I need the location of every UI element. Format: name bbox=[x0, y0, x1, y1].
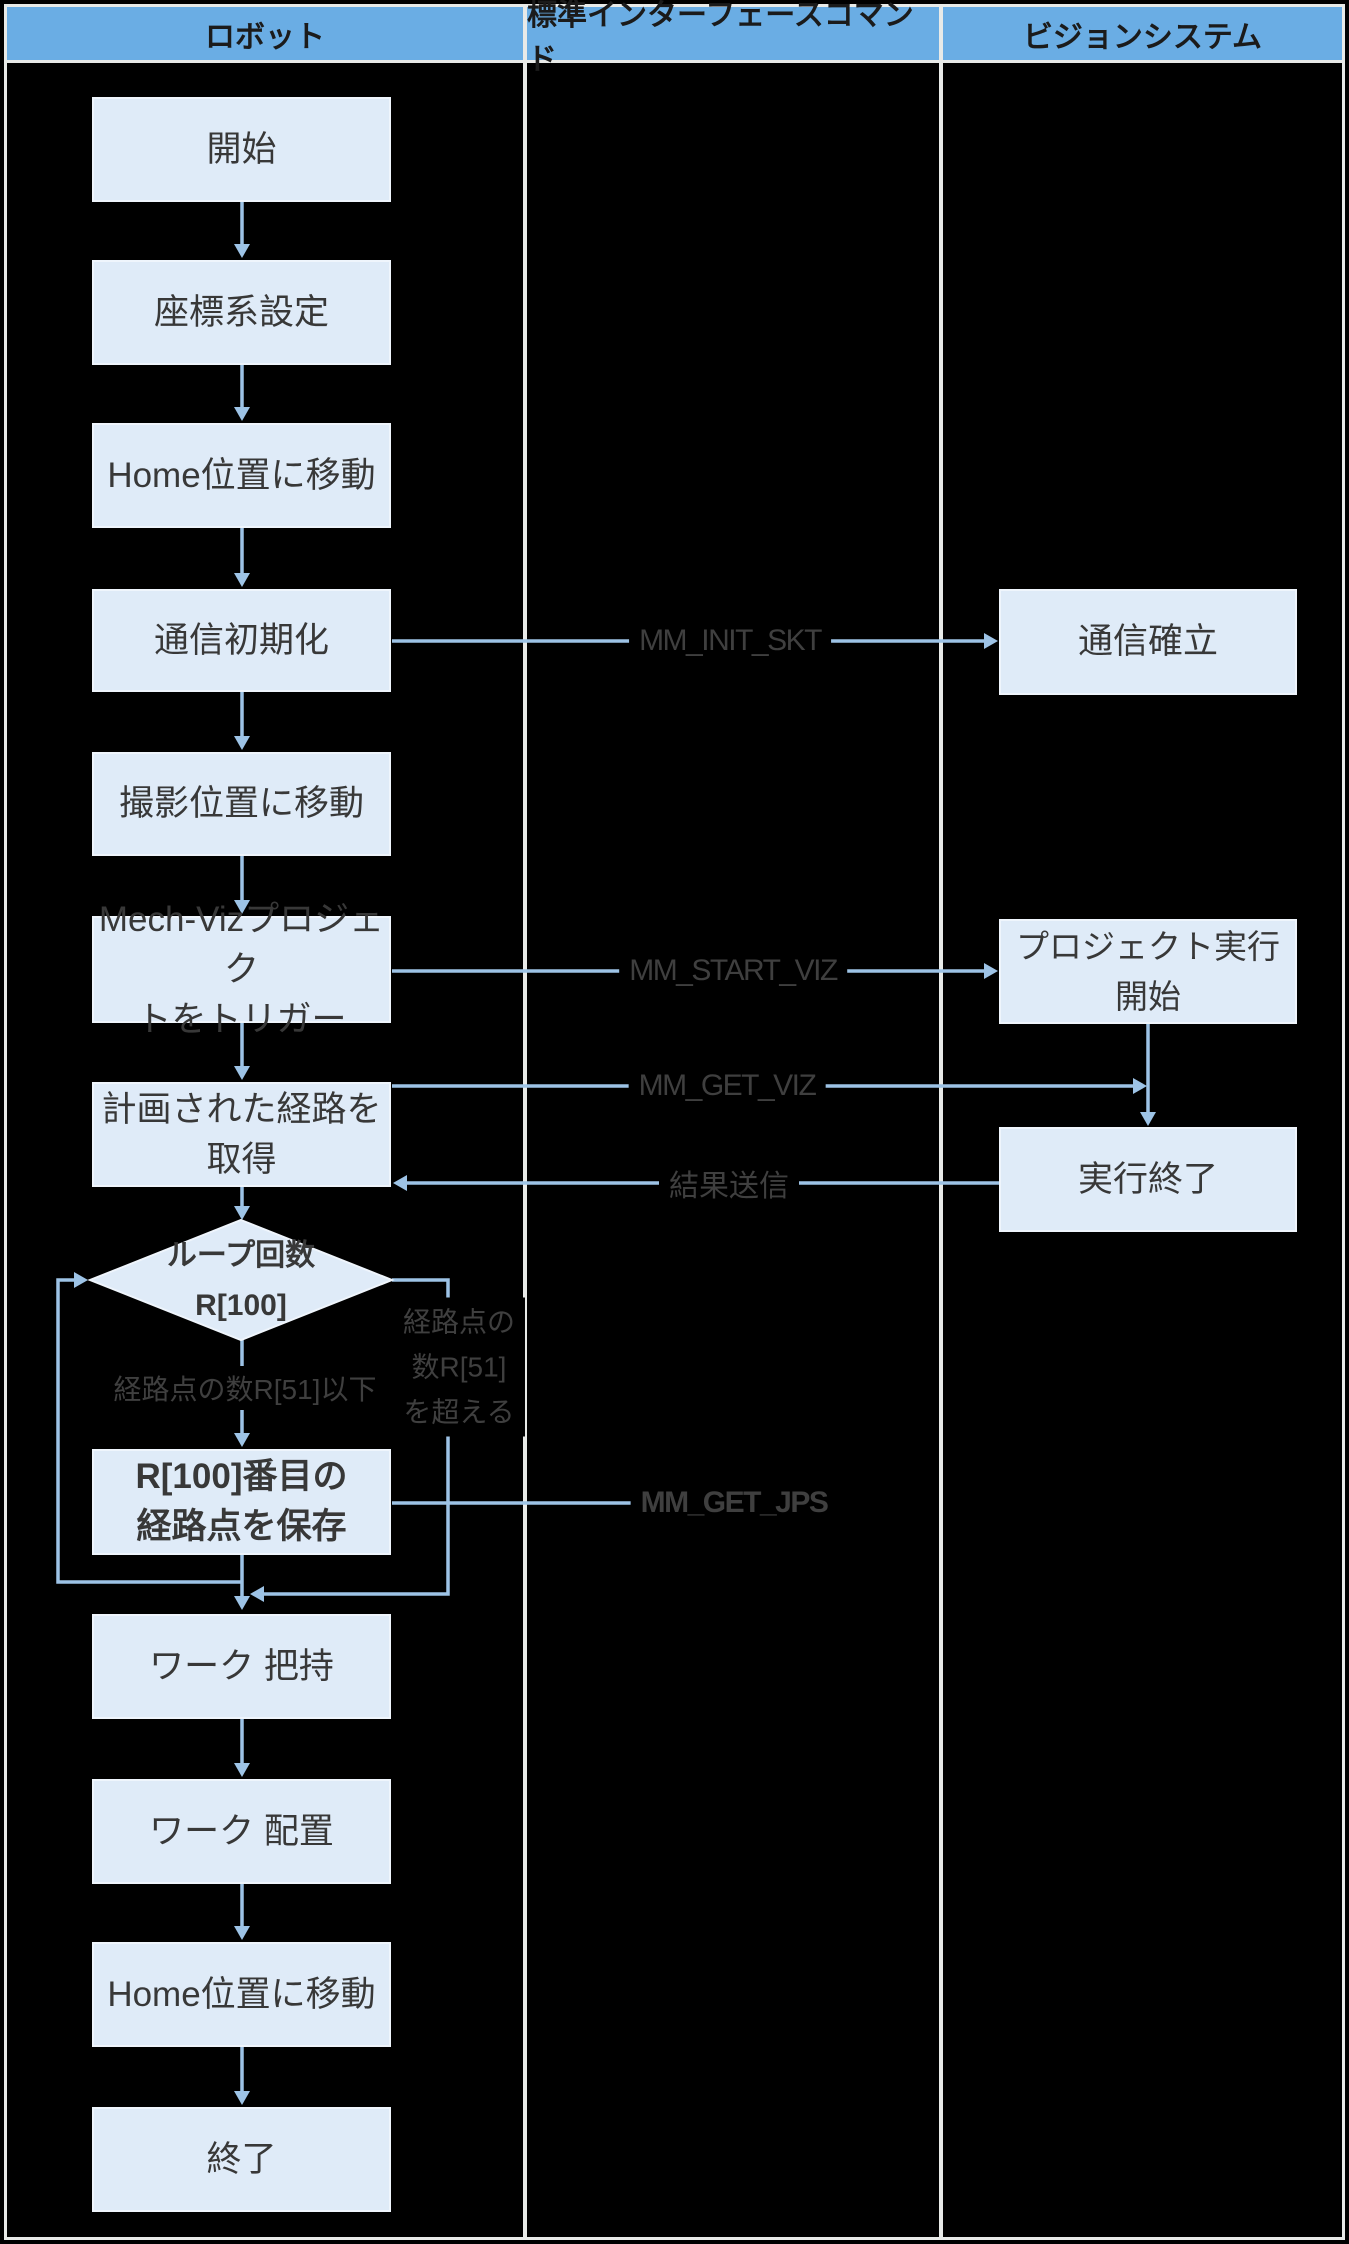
arrowhead-down-3 bbox=[234, 573, 250, 587]
node-move-capture: 撮影位置に移動 bbox=[92, 752, 391, 856]
column-divider-2 bbox=[939, 7, 943, 2237]
arrowhead-left-result bbox=[393, 1175, 407, 1191]
header-vision: ビジョンシステム bbox=[1022, 20, 1263, 54]
exceed-branch-path bbox=[264, 1278, 450, 1596]
arrowhead-down-7 bbox=[234, 1206, 250, 1220]
header-band bbox=[7, 7, 1342, 60]
label-branch-exceed: 経路点の 数R[51] を超える bbox=[392, 1297, 526, 1437]
arrowhead-right-getviz bbox=[1133, 1078, 1147, 1094]
node-place-work: ワーク 配置 bbox=[92, 1779, 391, 1884]
node-comm-established: 通信確立 bbox=[999, 589, 1297, 695]
node-end: 終了 bbox=[92, 2107, 391, 2212]
arrowhead-down-4 bbox=[234, 736, 250, 750]
label-mm-get-jps: MM_GET_JPS bbox=[630, 1484, 838, 1522]
arrowhead-down-5 bbox=[234, 900, 250, 914]
label-branch-le: 経路点の数R[51]以下 bbox=[103, 1366, 387, 1410]
arrowhead-down-11 bbox=[234, 1926, 250, 1940]
arrowhead-down-6 bbox=[234, 1066, 250, 1080]
node-save-waypoint: R[100]番目の経路点を保存 bbox=[92, 1449, 391, 1555]
arrowhead-down-9 bbox=[234, 1596, 250, 1610]
arrowhead-left-exceed bbox=[250, 1586, 264, 1602]
diamond-loop-count-label: ループ回数 R[100] bbox=[166, 1239, 316, 1322]
node-get-path: 計画された経路を取得 bbox=[92, 1082, 391, 1187]
node-project-start: プロジェクト実行開始 bbox=[999, 919, 1297, 1024]
arrowhead-down-12 bbox=[234, 2091, 250, 2105]
node-start: 開始 bbox=[92, 97, 391, 202]
arrowhead-right-loopback bbox=[74, 1272, 88, 1288]
arrowhead-down-8 bbox=[234, 1433, 250, 1447]
arrowhead-right-startviz bbox=[984, 963, 998, 979]
column-divider-1 bbox=[523, 7, 527, 2237]
header-underline bbox=[4, 60, 1345, 63]
arrowhead-down-10 bbox=[234, 1763, 250, 1777]
header-commands: 標準インターフェースコマンド bbox=[527, 0, 914, 76]
node-move-home-2: Home位置に移動 bbox=[92, 1942, 391, 2047]
loop-count-diamond bbox=[87, 1218, 395, 1342]
node-move-home-1: Home位置に移動 bbox=[92, 423, 391, 528]
label-mm-start-viz: MM_START_VIZ bbox=[619, 952, 847, 990]
arrowhead-down-1 bbox=[234, 244, 250, 258]
label-mm-init-skt: MM_INIT_SKT bbox=[629, 622, 831, 660]
arrowhead-down-execend bbox=[1140, 1112, 1156, 1126]
node-exec-end: 実行終了 bbox=[999, 1127, 1297, 1232]
node-comm-init: 通信初期化 bbox=[92, 589, 391, 692]
header-robot: ロボット bbox=[205, 20, 325, 54]
node-set-coord: 座標系設定 bbox=[92, 260, 391, 365]
loop-back-path bbox=[56, 1278, 242, 1584]
node-grip-work: ワーク 把持 bbox=[92, 1614, 391, 1719]
label-mm-get-viz: MM_GET_VIZ bbox=[628, 1067, 826, 1105]
arrowhead-down-2 bbox=[234, 407, 250, 421]
arrowhead-right-init bbox=[984, 633, 998, 649]
node-trigger-viz: Mech-Vizプロジェクトをトリガー bbox=[92, 900, 391, 1039]
table-border bbox=[4, 4, 1345, 2240]
label-send-result: 結果送信 bbox=[659, 1159, 799, 1207]
